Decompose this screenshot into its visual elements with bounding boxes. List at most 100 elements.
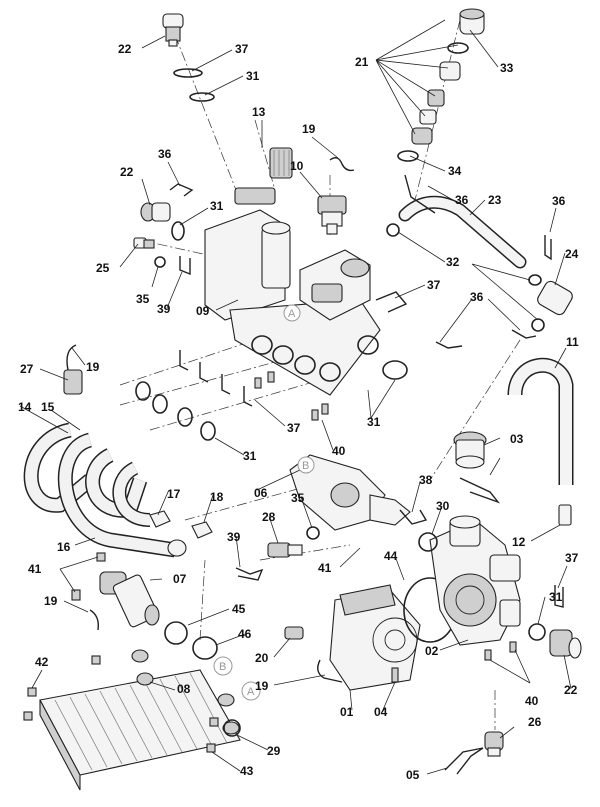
callout-40-mid: 40 [332, 444, 346, 458]
svg-text:B: B [302, 460, 309, 472]
ref-marker-b-upper: B [297, 456, 315, 474]
callout-04: 04 [374, 705, 388, 719]
leader-lines [19, 19, 572, 775]
callout-03: 03 [510, 432, 524, 446]
callout-36-upper: 36 [455, 193, 469, 207]
callout-09: 09 [196, 304, 210, 318]
callout-22-left: 22 [120, 165, 134, 179]
callout-37-row: 37 [287, 421, 301, 435]
callout-06: 06 [254, 486, 268, 500]
part-10-sensor [317, 195, 347, 235]
part-36-clips-right [404, 174, 552, 349]
callout-36-mid: 36 [470, 290, 484, 304]
part-45-46-orings [164, 621, 218, 660]
callout-19-lower-left: 19 [44, 594, 58, 608]
callout-19-left: 19 [86, 360, 100, 374]
part-26-cap [484, 731, 504, 757]
part-17-18-gaskets [149, 510, 213, 539]
callout-30: 30 [436, 499, 450, 513]
part-06-valve-body [289, 454, 411, 531]
part-02-pump-housing [429, 515, 521, 646]
part-05-clip [444, 747, 484, 775]
part-11-drain-hose [507, 357, 574, 485]
callout-37-right: 37 [565, 551, 579, 565]
part-30-oring [418, 532, 438, 552]
part-19-wire-left [89, 609, 100, 631]
callout-39-mid: 39 [227, 530, 241, 544]
callout-44: 44 [384, 549, 398, 563]
callout-19-lower: 19 [255, 679, 269, 693]
part-39-clip-lower [235, 567, 264, 581]
part-09-hydraulic-block [204, 187, 408, 396]
callout-24: 24 [565, 247, 579, 261]
part-22-top-plug [162, 13, 184, 47]
part-34-oring [397, 150, 419, 162]
part-01-fan-motor [317, 584, 421, 691]
callout-12: 12 [512, 535, 526, 549]
callout-46: 46 [238, 627, 252, 641]
part-25-screw [133, 237, 155, 249]
callout-35-left: 35 [136, 292, 150, 306]
part-21-valve-stack [411, 42, 469, 145]
part-22-right-valve [549, 629, 582, 659]
part-12-nozzle [558, 504, 572, 526]
callout-41-mid: 41 [318, 561, 332, 575]
callout-43: 43 [240, 764, 254, 778]
callout-20: 20 [255, 651, 269, 665]
callout-07: 07 [173, 572, 187, 586]
callout-01: 01 [340, 705, 354, 719]
callout-10: 10 [290, 159, 304, 173]
callout-22-top: 22 [118, 42, 132, 56]
svg-text:A: A [288, 308, 296, 320]
part-08-heat-exchanger [39, 649, 241, 791]
part-20-connector [284, 626, 304, 640]
callout-19-top: 19 [302, 122, 316, 136]
callout-37-top: 37 [235, 42, 249, 56]
ref-marker-a-lower: A [241, 681, 261, 701]
part-23-pipe [398, 195, 527, 269]
part-38-clip [399, 509, 428, 525]
callout-32: 32 [446, 255, 460, 269]
part-31-oring-right [528, 623, 546, 641]
callout-36-right: 36 [552, 194, 566, 208]
part-37-clip-mid [375, 291, 408, 313]
part-19-spring-clip [329, 157, 355, 172]
part-27-connector [63, 344, 83, 395]
callout-35-mid: 35 [291, 491, 305, 505]
ref-marker-a-upper: A [283, 304, 301, 322]
part-37-clip-right [554, 585, 564, 608]
callout-05: 05 [406, 768, 420, 782]
callout-41-left: 41 [28, 562, 42, 576]
part-42-43-screws [23, 655, 219, 753]
part-40-screws [254, 371, 329, 421]
part-29-oring [223, 719, 241, 737]
callout-labels: 22 37 31 13 19 10 21 33 34 36 22 31 36 2… [18, 42, 579, 782]
callout-39-left: 39 [157, 302, 171, 316]
part-37-top-seal [173, 68, 215, 102]
callout-27: 27 [20, 362, 34, 376]
callout-31-left: 31 [210, 199, 224, 213]
svg-text:B: B [219, 661, 226, 673]
part-04-screw [391, 667, 399, 683]
part-14-16-manifold-pipes [23, 422, 187, 558]
callout-21: 21 [355, 55, 369, 69]
callout-33: 33 [500, 61, 514, 75]
part-31-oring-upper [171, 221, 185, 241]
callout-38: 38 [419, 473, 433, 487]
callout-28: 28 [262, 510, 276, 524]
svg-text:A: A [247, 686, 255, 698]
callout-25: 25 [96, 261, 110, 275]
callout-23: 23 [488, 193, 502, 207]
callout-29: 29 [267, 744, 281, 758]
callout-13: 13 [252, 105, 266, 119]
callout-26: 26 [528, 715, 542, 729]
callout-31-row: 31 [243, 449, 257, 463]
part-37-clips-row [179, 350, 253, 407]
part-39-clip [179, 256, 191, 276]
callout-31-right: 31 [367, 415, 381, 429]
callout-37-mid: 37 [427, 278, 441, 292]
callout-36-top-left: 36 [158, 147, 172, 161]
callout-17: 17 [167, 487, 181, 501]
